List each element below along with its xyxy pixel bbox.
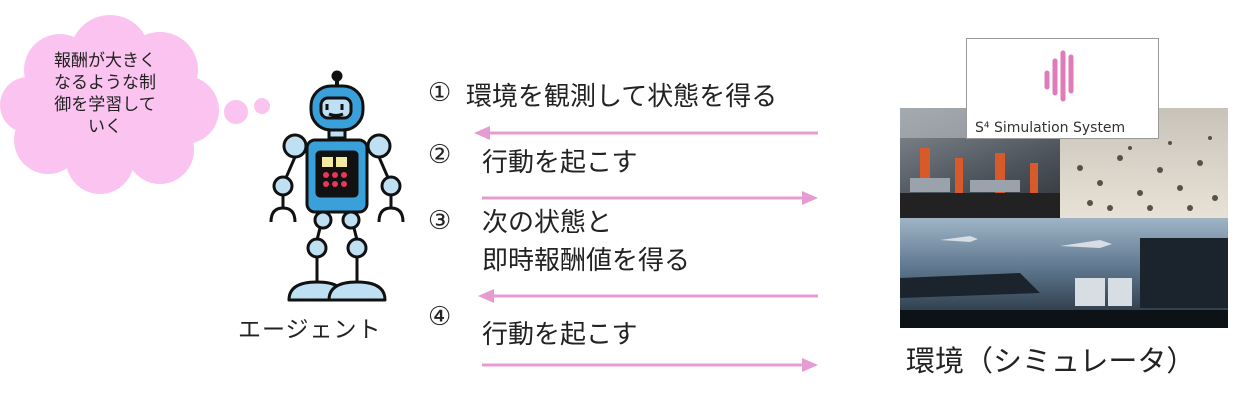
arrow-right-4 xyxy=(482,358,818,372)
arrow-left-1 xyxy=(474,126,818,140)
logistics-image xyxy=(900,218,1228,328)
arrow-left-3 xyxy=(478,289,818,303)
s4-logo-icon xyxy=(1041,47,1081,105)
arrow-right-2 xyxy=(482,191,818,205)
logo-text: S⁴ Simulation System xyxy=(975,120,1125,136)
environment-label: 環境（シミュレータ） xyxy=(906,338,1195,380)
s4-logo-box: S⁴ Simulation System xyxy=(966,38,1159,139)
